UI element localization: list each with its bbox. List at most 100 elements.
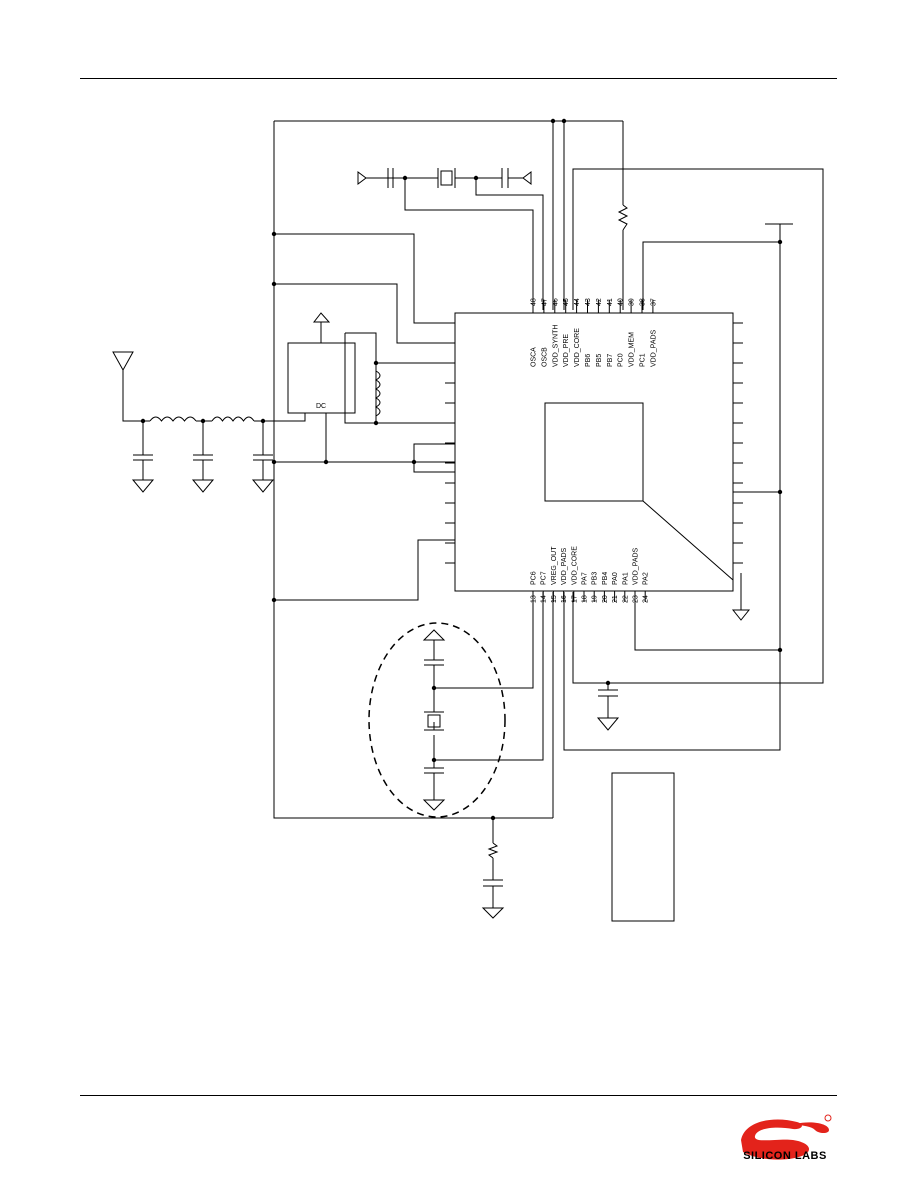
supply-symbol [422, 629, 446, 641]
junction-dot [550, 118, 556, 124]
bottom-pin-number: 19 [592, 595, 599, 603]
junction-dot [271, 281, 277, 287]
bottom-pin-number: 13 [531, 595, 538, 603]
bottom-pin-name: PA2 [643, 572, 650, 585]
top-pin-name: VDD_MEM [629, 332, 636, 367]
filter-capacitor-3 [253, 454, 273, 480]
junction-dot [373, 420, 379, 426]
junction-dot [431, 685, 437, 691]
junction-dot [373, 360, 379, 366]
bottom-pin-name: PB4 [602, 572, 609, 585]
header-rule [80, 78, 837, 79]
filter-inductor-1 [149, 416, 197, 422]
ground-symbol [481, 907, 505, 919]
pin-labels: 48OSCA47OSCB46VDD_SYNTH45VDD_PRE44VDD_CO… [531, 298, 658, 603]
top-pin-number: 38 [640, 298, 647, 306]
junction-dot [411, 459, 417, 465]
junction-dot [605, 680, 611, 686]
antenna-icon [112, 351, 134, 372]
balun-inductor [374, 370, 381, 417]
top-pin-number: 39 [629, 298, 636, 306]
bottom-pin-name: PA0 [612, 572, 619, 585]
top-pin-number: 45 [563, 298, 570, 306]
junction-dot [561, 118, 567, 124]
junction-dot [200, 418, 206, 424]
silicon-labs-logo [741, 1114, 832, 1160]
junction-dot [473, 175, 479, 181]
balun-dc-label: DC [316, 403, 326, 410]
filter-inductor-2 [211, 416, 255, 422]
ground-symbol [131, 479, 155, 493]
junction-dot [777, 647, 783, 653]
junction-dot [490, 815, 496, 821]
schematic-wiring [122, 120, 824, 908]
top-pin-number: 41 [607, 298, 614, 306]
pin-stubs [445, 300, 743, 602]
silicon-labs-wordmark: SILICON LABS [743, 1150, 827, 1162]
junction-dot [260, 418, 266, 424]
junction-dot [777, 489, 783, 495]
bottom-pin-name: PA1 [622, 572, 629, 585]
bottom-pin-number: 15 [551, 595, 558, 603]
bottom-pin-name: PC6 [531, 571, 538, 585]
junction-dot [271, 597, 277, 603]
bottom-pin-number: 18 [582, 595, 589, 603]
bottom-pin-name: PB3 [592, 572, 599, 585]
top-pin-name: VDD_PRE [563, 334, 570, 367]
ground-symbol [422, 799, 446, 811]
junction-dots [140, 118, 783, 821]
bottom-pin-number: 16 [561, 595, 568, 603]
junction-dot [271, 231, 277, 237]
ground-symbol [596, 717, 620, 731]
top-pin-name: OSCA [531, 347, 538, 367]
filter-capacitor-2 [193, 454, 213, 480]
top-pin-name: PB6 [585, 354, 592, 367]
bottom-pin-name: VDD_CORE [571, 546, 578, 585]
bottom-pin-name: PC7 [541, 571, 548, 585]
bottom-pin-name: VREG_OUT [551, 546, 558, 585]
decoupling-capacitor [598, 689, 618, 697]
ground-symbol [731, 609, 751, 621]
crystal-32khz [424, 659, 444, 774]
bottom-pin-name: VDD_PADS [633, 547, 640, 585]
top-pin-number: 37 [650, 298, 657, 306]
filter-capacitor-1 [133, 454, 153, 480]
top-pin-name: PC0 [618, 353, 625, 367]
crystal-load-capacitor [357, 168, 394, 188]
junction-dot [140, 418, 146, 424]
footer-rule [80, 1095, 837, 1096]
top-pin-name: VDD_SYNTH [552, 325, 559, 367]
top-pin-name: VDD_CORE [574, 328, 581, 367]
junction-dot [777, 239, 783, 245]
supply-symbol [312, 312, 331, 323]
top-pin-number: 46 [552, 298, 559, 306]
junction-dot [323, 459, 329, 465]
top-pin-number: 48 [531, 298, 538, 306]
crystal-oscillator [437, 168, 456, 188]
top-pin-number: 47 [541, 298, 548, 306]
bottom-pin-name: PA7 [582, 572, 589, 585]
top-pin-number: 42 [596, 298, 603, 306]
junction-dot [271, 459, 277, 465]
ground-symbol [251, 479, 275, 493]
bottom-pin-number: 20 [602, 595, 609, 603]
top-pin-name: PB7 [607, 354, 614, 367]
resistor [487, 842, 499, 859]
bottom-pin-number: 23 [633, 595, 640, 603]
top-pin-name: VDD_PADS [650, 329, 657, 367]
ground-symbol [191, 479, 215, 493]
top-pin-number: 40 [618, 298, 625, 306]
component-table-box [611, 772, 675, 922]
bottom-pin-number: 24 [643, 595, 650, 603]
top-pin-name: PB5 [596, 354, 603, 367]
crystal-load-capacitor [501, 168, 532, 188]
capacitor [483, 879, 503, 887]
junction-dot [431, 757, 437, 763]
resistor [617, 204, 629, 231]
bottom-pin-number: 14 [541, 595, 548, 603]
bottom-pin-number: 22 [622, 595, 629, 603]
bottom-pin-name: VDD_PADS [561, 547, 568, 585]
top-pin-number: 43 [585, 298, 592, 306]
top-pin-name: PC1 [640, 353, 647, 367]
